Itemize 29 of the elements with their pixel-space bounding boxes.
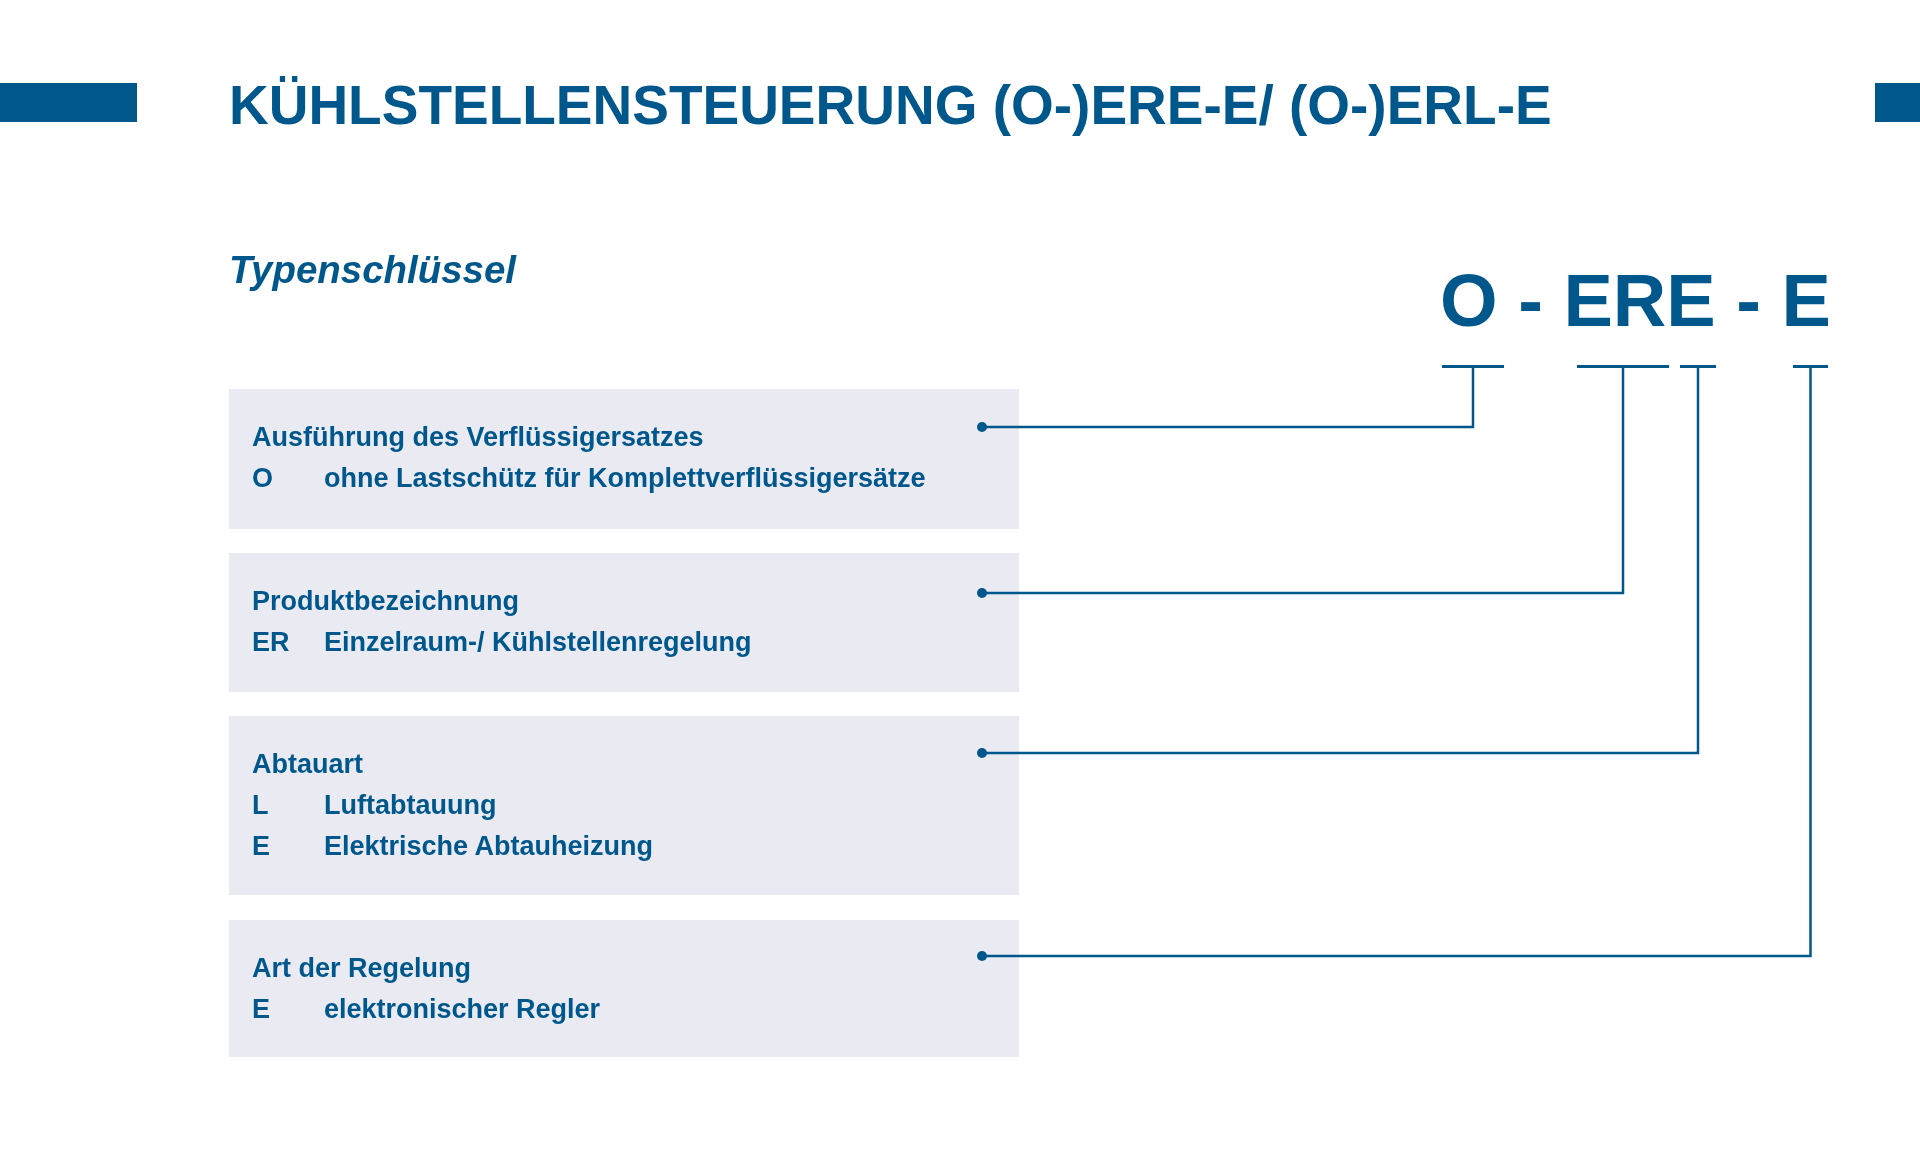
code-letter: L xyxy=(252,789,269,822)
type-code: O - ERE - E xyxy=(1440,264,1831,339)
option-panel xyxy=(229,716,1019,895)
bracket-bar xyxy=(1577,365,1669,368)
code-letter: ER xyxy=(252,626,290,659)
code-letter: E xyxy=(252,830,270,863)
bracket-bar xyxy=(1793,365,1828,368)
panel-heading: Produktbezeichnung xyxy=(252,585,519,618)
leader-line xyxy=(977,368,1475,432)
option-description: Luftabtauung xyxy=(324,789,497,822)
code-letter: O xyxy=(252,462,273,495)
page-title: KÜHLSTELLENSTEUERUNG (O-)ERE-E/ (O-)ERL-E xyxy=(229,78,1552,134)
code-letter: E xyxy=(252,993,270,1026)
leader-line xyxy=(977,368,1812,961)
panel-heading: Abtauart xyxy=(252,748,363,781)
option-description: Elektrische Abtauheizung xyxy=(324,830,654,863)
leader-line xyxy=(977,368,1625,598)
option-panel xyxy=(229,920,1019,1057)
bracket-bar xyxy=(1442,365,1504,368)
option-description: elektronischer Regler xyxy=(324,993,601,1026)
panel-heading: Ausführung des Verflüssigersatzes xyxy=(252,421,704,454)
option-description: ohne Lastschütz für Komplettverflüssigersätze xyxy=(324,462,926,495)
panel-heading: Art der Regelung xyxy=(252,952,472,985)
bracket-bar xyxy=(1680,365,1716,368)
option-description: Einzelraum-/ Kühlstellenregelung xyxy=(324,626,752,659)
leader-line xyxy=(977,368,1700,758)
option-panel xyxy=(229,389,1019,529)
section-heading: Typenschlüssel xyxy=(229,251,516,290)
option-panel xyxy=(229,553,1019,692)
